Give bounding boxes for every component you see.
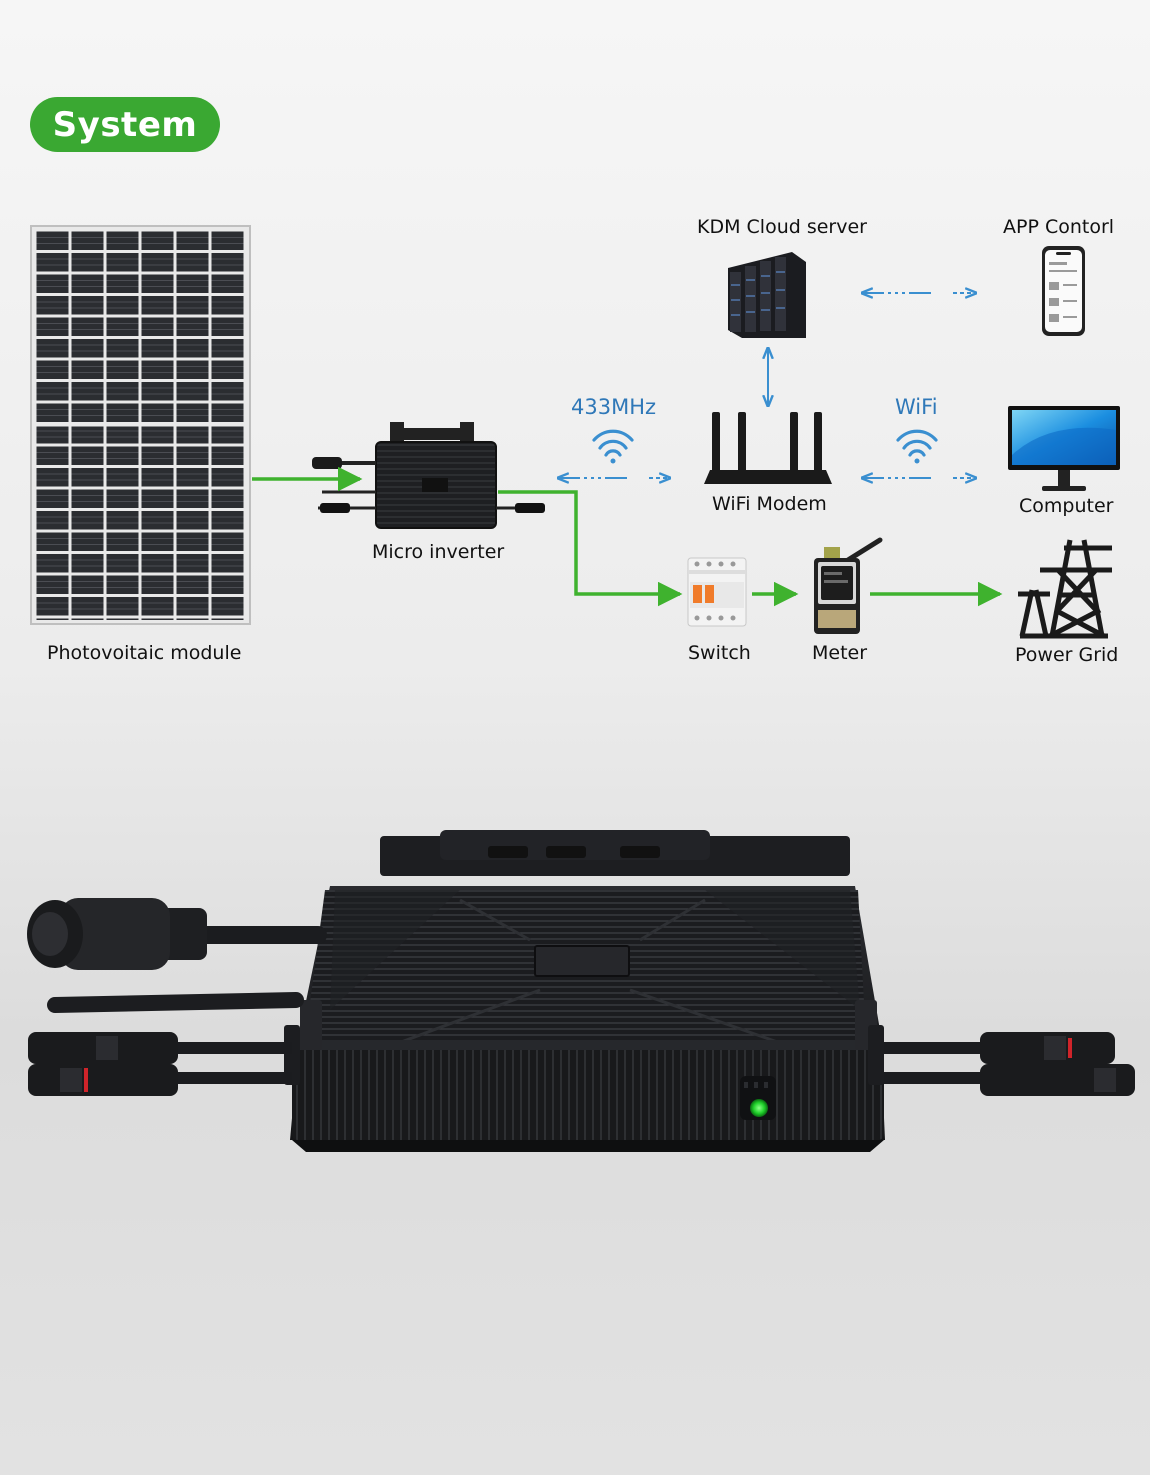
power-flow-arrows bbox=[252, 466, 1003, 607]
computer-label: Computer bbox=[1019, 495, 1114, 517]
micro-inverter-label: Micro inverter bbox=[372, 541, 505, 563]
wifi-signal-icon bbox=[592, 429, 634, 464]
system-badge: System bbox=[30, 97, 220, 152]
smartphone-icon bbox=[1042, 246, 1085, 336]
micro-inverter-product-image bbox=[27, 830, 1135, 1152]
breaker-switch-icon bbox=[687, 557, 747, 627]
switch-label: Switch bbox=[688, 642, 751, 664]
app-control-label: APP Contorl bbox=[1003, 216, 1115, 238]
link-433mhz-label: 433MHz bbox=[571, 395, 657, 419]
transmission-tower-icon bbox=[1018, 539, 1112, 639]
wifi-signal-icon bbox=[896, 429, 938, 464]
solar-panel-icon bbox=[30, 225, 251, 625]
data-flow-arrows bbox=[558, 293, 976, 478]
meter-label: Meter bbox=[812, 642, 868, 664]
energy-meter-icon bbox=[814, 537, 883, 634]
wifi-router-icon bbox=[704, 412, 832, 484]
wifi-modem-label: WiFi Modem bbox=[712, 493, 827, 515]
kdm-cloud-label: KDM Cloud server bbox=[697, 216, 867, 238]
micro-inverter-icon bbox=[312, 422, 545, 529]
power-grid-label: Power Grid bbox=[1015, 644, 1119, 666]
system-diagram bbox=[30, 225, 1120, 639]
link-wifi-label: WiFi bbox=[895, 395, 938, 419]
cloud-server-icon bbox=[728, 252, 806, 338]
pv-module-label: Photovoitaic module bbox=[47, 642, 242, 664]
monitor-icon bbox=[1008, 406, 1120, 491]
